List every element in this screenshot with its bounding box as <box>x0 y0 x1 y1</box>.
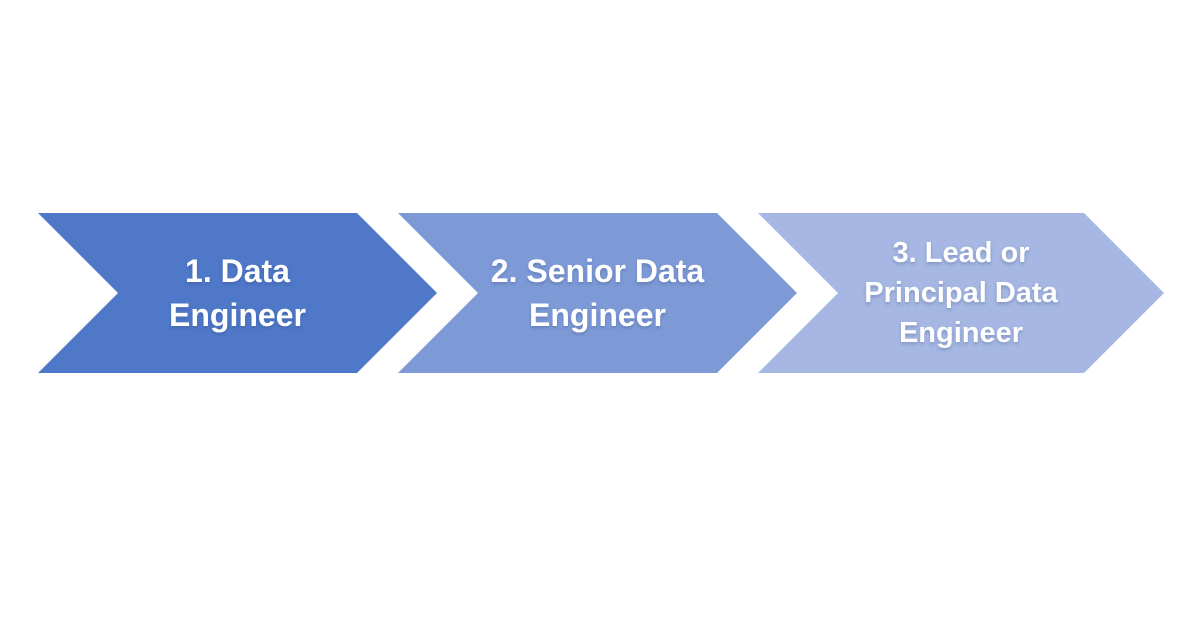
step-1-label-line-2: Engineer <box>169 297 306 333</box>
chevron-step-2: 2. Senior Data Engineer <box>398 213 797 373</box>
step-3-label: 3. Lead or Principal Data Engineer <box>864 233 1057 353</box>
step-1-label-line-1: 1. Data <box>185 253 290 289</box>
step-3-label-line-2: Principal Data <box>864 277 1058 309</box>
chevron-step-1: 1. Data Engineer <box>38 213 437 373</box>
step-2-label: 2. Senior Data Engineer <box>491 249 704 337</box>
step-3-label-line-3: Engineer <box>898 317 1024 349</box>
step-2-label-line-2: Engineer <box>529 297 666 333</box>
step-3-label-line-1: 3. Lead or <box>892 237 1030 269</box>
step-2-label-line-1: 2. Senior Data <box>490 253 705 289</box>
step-1-label: 1. Data Engineer <box>169 249 306 337</box>
chevron-step-3: 3. Lead or Principal Data Engineer <box>758 213 1164 373</box>
